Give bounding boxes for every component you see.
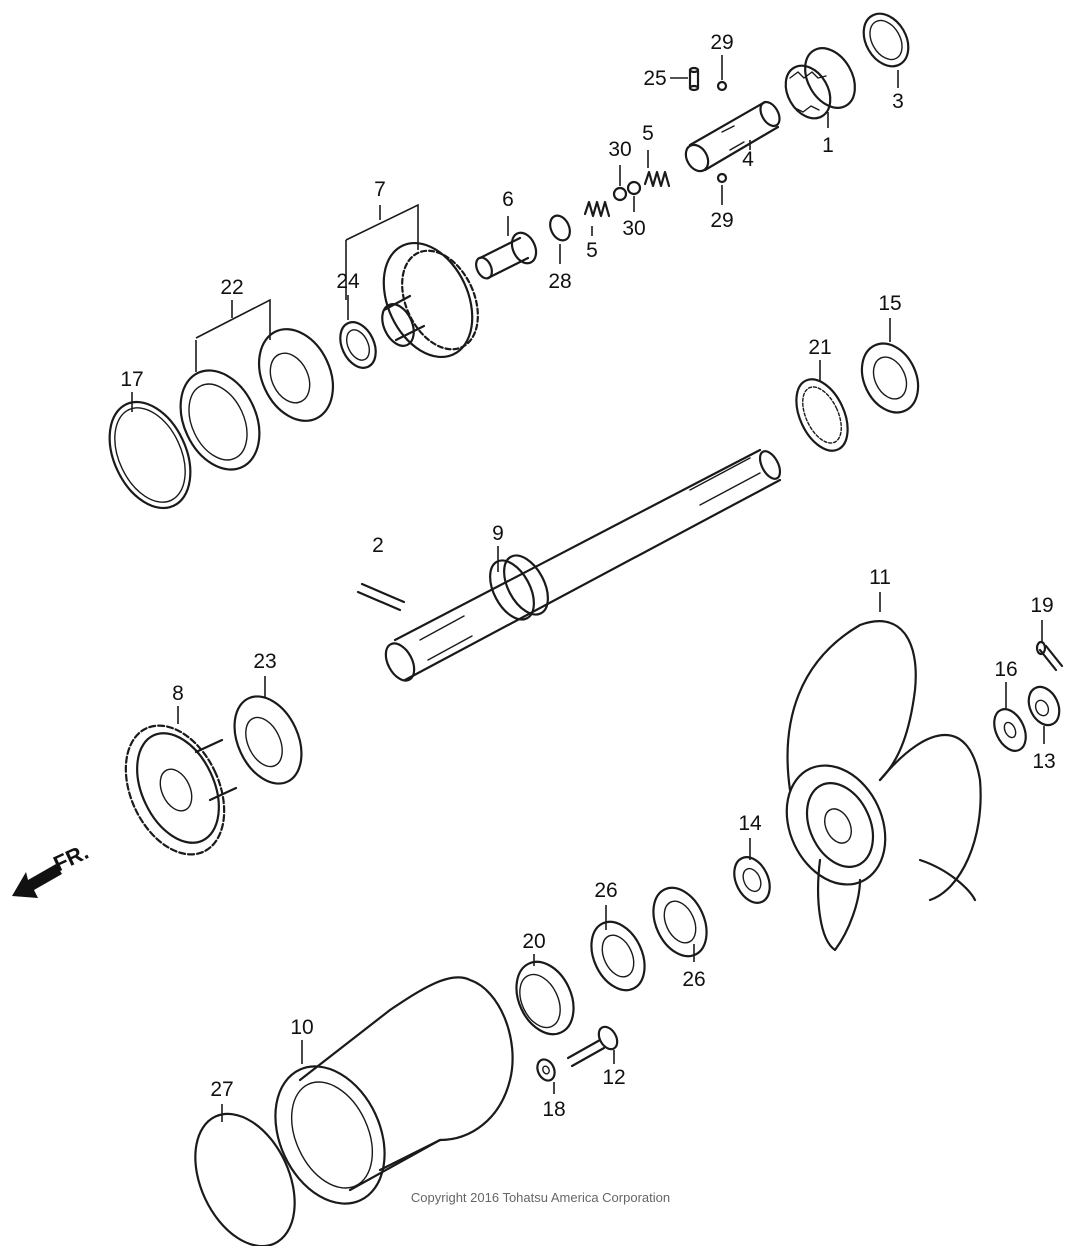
part-26-oil-seal-b — [652, 886, 708, 958]
part-8-forward-gear — [124, 724, 238, 856]
callout-30-upper: 30 — [608, 138, 631, 161]
callout-10: 10 — [290, 1016, 313, 1039]
part-30-ball-a — [612, 186, 628, 202]
callout-17: 17 — [120, 368, 143, 391]
part-12-bolt — [566, 1025, 619, 1068]
part-16-washer — [993, 708, 1027, 752]
callout-7: 7 — [374, 178, 386, 201]
callout-30-lower: 30 — [622, 217, 645, 240]
callout-16: 16 — [994, 658, 1017, 681]
callout-8: 8 — [172, 682, 184, 705]
callout-3: 3 — [892, 90, 904, 113]
callout-9: 9 — [492, 522, 504, 545]
callout-29-lower: 29 — [710, 209, 733, 232]
callout-12: 12 — [602, 1066, 625, 1089]
part-24-needle-bearing — [339, 321, 377, 369]
part-2-pin — [356, 582, 406, 612]
part-5-spring-lower — [583, 200, 611, 218]
part-13-nut — [1027, 685, 1061, 727]
callout-21: 21 — [808, 336, 831, 359]
part-1-clutch — [784, 47, 856, 120]
callout-13: 13 — [1032, 750, 1055, 773]
part-4-plunger — [684, 100, 781, 173]
part-30-ball-b — [626, 180, 642, 196]
part-14-thrust-holder — [733, 856, 771, 904]
callout-4: 4 — [742, 148, 754, 171]
part-20-needle-bearing — [515, 960, 575, 1036]
callout-26-upper: 26 — [594, 879, 617, 902]
part-9-propeller-shaft — [384, 448, 782, 682]
callout-28: 28 — [548, 270, 571, 293]
front-direction-arrow: FR. — [12, 839, 92, 898]
callout-24: 24 — [336, 270, 360, 293]
part-28-clip — [549, 214, 571, 242]
part-10-bearing-housing — [274, 976, 514, 1205]
callout-1: 1 — [822, 134, 834, 157]
part-23-ball-bearing — [233, 695, 303, 785]
callout-15: 15 — [878, 292, 901, 315]
callout-27: 27 — [210, 1078, 233, 1101]
part-25-pin — [688, 66, 700, 92]
part-18-washer — [536, 1058, 556, 1082]
copyright-notice: Copyright 2016 Tohatsu America Corporati… — [410, 1190, 671, 1205]
part-17-shim — [108, 400, 192, 510]
part-27-o-ring — [194, 1112, 296, 1246]
callout-5-upper: 5 — [642, 122, 654, 145]
callout-29-upper: 29 — [710, 31, 733, 54]
callout-25: 25 — [643, 67, 666, 90]
part-3-ring — [862, 12, 910, 68]
leader-lines — [131, 55, 1045, 1122]
callout-6: 6 — [502, 188, 514, 211]
part-6-shift-rod — [475, 231, 538, 280]
part-29-ball-bottom — [716, 172, 728, 184]
callout-5-lower: 5 — [586, 239, 598, 262]
callout-11: 11 — [869, 566, 891, 589]
part-22-taper-bearing — [179, 328, 334, 471]
callout-18: 18 — [542, 1098, 565, 1121]
part-15-thrust-washer — [860, 342, 920, 414]
callout-2: 2 — [372, 534, 384, 557]
part-21-thrust-bearing — [795, 378, 849, 452]
callout-26-lower: 26 — [682, 968, 705, 991]
callout-22: 22 — [220, 276, 243, 299]
part-29-ball-top — [716, 80, 728, 92]
part-19-cotter-pin — [1035, 640, 1064, 672]
part-26-oil-seal-a — [590, 920, 646, 992]
part-7-reverse-gear — [381, 241, 479, 359]
part-5-spring-upper — [643, 170, 671, 188]
callout-23: 23 — [253, 650, 276, 673]
callout-20: 20 — [522, 930, 545, 953]
callout-14: 14 — [738, 812, 762, 835]
callout-19: 19 — [1030, 594, 1053, 617]
part-11-propeller — [785, 620, 982, 952]
